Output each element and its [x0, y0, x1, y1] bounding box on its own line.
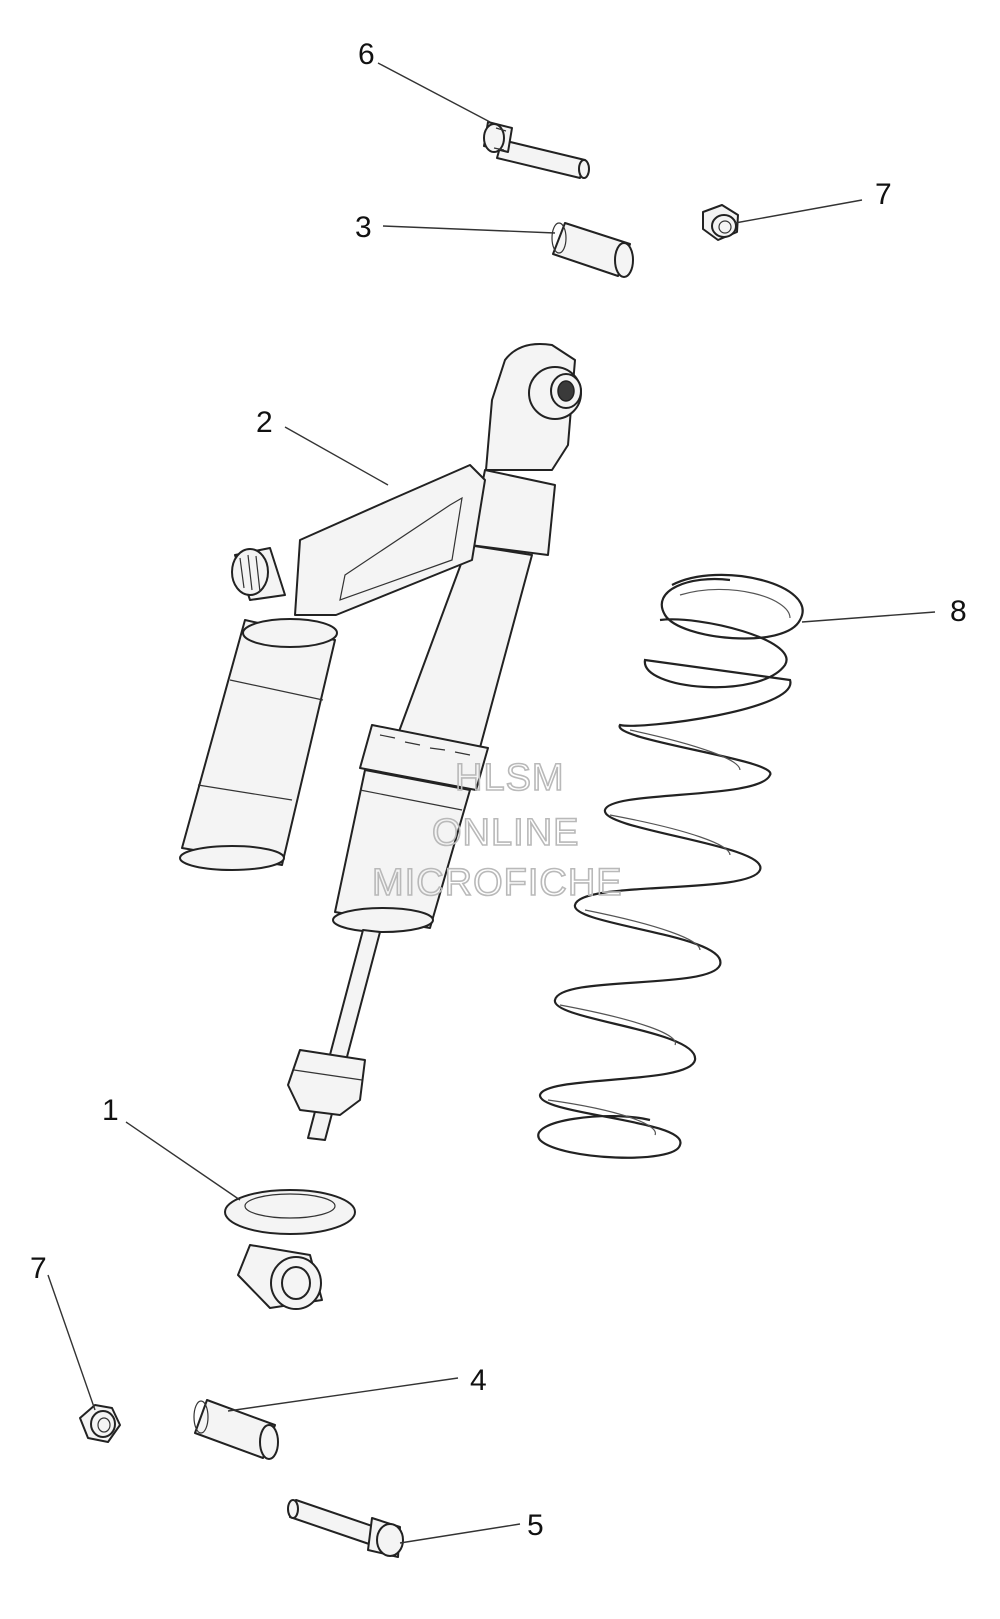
callout-5: 5: [527, 1509, 544, 1542]
leader-lines: [47, 62, 936, 1544]
part-7-bottom-nut: [79, 1404, 121, 1443]
part-8-spring: [537, 573, 804, 1159]
callout-3: 3: [355, 211, 372, 244]
leader-8: [801, 611, 936, 623]
callout-7-top: 7: [875, 178, 892, 211]
leader-2: [284, 426, 389, 486]
watermark-line3: MICROFICHE: [372, 862, 623, 904]
leader-5: [399, 1523, 521, 1544]
callout-8: 8: [950, 595, 967, 628]
callout-1: 1: [102, 1094, 119, 1127]
watermark-line1: HLSM: [455, 757, 565, 799]
part-3-sleeve: [551, 222, 634, 278]
callout-7-bottom: 7: [30, 1252, 47, 1285]
part-6-bolt: [483, 121, 590, 179]
part-1-shock-lower: [224, 724, 489, 1310]
leader-6: [377, 62, 491, 123]
callout-4: 4: [470, 1364, 487, 1397]
part-4-sleeve: [193, 1399, 279, 1460]
leader-4: [227, 1377, 459, 1412]
part-7-top-nut: [702, 204, 739, 241]
part-2-shock-body: [179, 343, 582, 871]
watermark-line2: ONLINE: [432, 812, 579, 854]
leader-1: [125, 1121, 241, 1201]
callout-6: 6: [358, 38, 375, 71]
leader-7-bottom: [47, 1274, 96, 1411]
leader-3: [382, 225, 556, 234]
leader-7-top: [734, 199, 863, 224]
watermark: HLSM ONLINE MICROFICHE: [371, 756, 623, 905]
callout-2: 2: [256, 406, 273, 439]
part-5-bolt: [287, 1499, 404, 1558]
